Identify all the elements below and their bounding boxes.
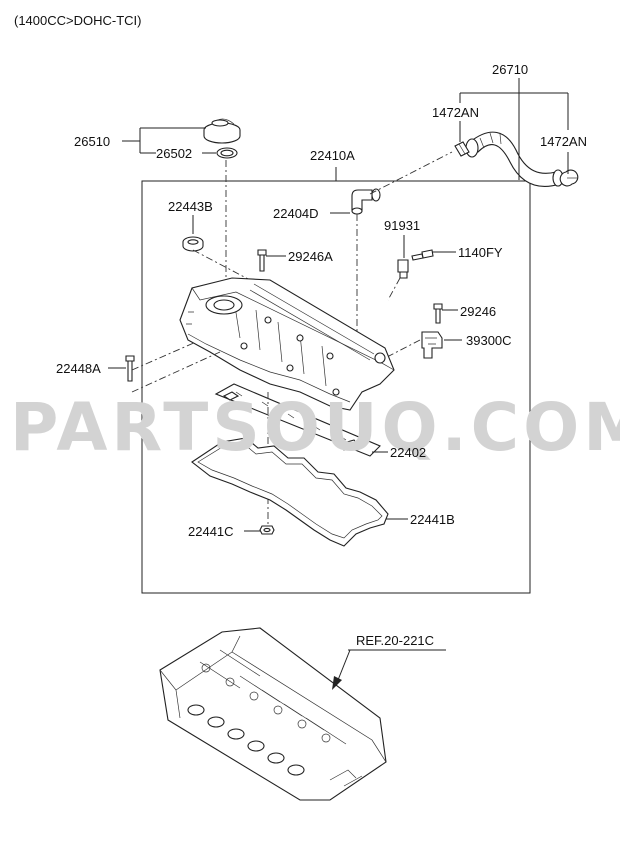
spark-plug-gasket-plate[interactable] [214,383,381,457]
oil-filler-cap[interactable] [203,118,241,144]
bracket-91931[interactable] [397,259,409,279]
label-22441b[interactable]: 22441B [410,512,455,527]
reference-label[interactable]: REF.20-221C [356,633,434,648]
bolt-29246a-icon[interactable] [257,249,267,272]
label-1472an-right[interactable]: 1472AN [540,134,587,149]
label-22448a[interactable]: 22448A [56,361,101,376]
cam-position-sensor[interactable] [421,331,443,359]
label-29246a[interactable]: 29246A [288,249,333,264]
bolt-29246-icon[interactable] [433,303,443,324]
label-22441c[interactable]: 22441C [188,524,234,539]
cylinder-head-reference[interactable] [159,627,387,801]
label-91931[interactable]: 91931 [384,218,420,233]
label-26710[interactable]: 26710 [492,62,528,77]
washer-22441c-icon[interactable] [259,525,275,535]
label-22443b[interactable]: 22443B [168,199,213,214]
bolt-1140fy-icon[interactable] [411,249,434,261]
label-26502[interactable]: 26502 [156,146,192,161]
label-1140fy[interactable]: 1140FY [458,245,503,260]
pcv-elbow[interactable] [351,188,381,215]
hose-clamp-right-icon[interactable] [559,169,579,187]
label-1472an-left[interactable]: 1472AN [432,105,479,120]
label-22410a[interactable]: 22410A [310,148,355,163]
label-22404d[interactable]: 22404D [273,206,319,221]
cylinder-head-cover[interactable] [179,277,395,411]
spark-plug-seal[interactable] [182,236,204,252]
filler-cap-gasket[interactable] [216,147,238,159]
label-39300c[interactable]: 39300C [466,333,512,348]
watermark: PARTSOUQ.COM [10,389,620,466]
engine-label: (1400CC>DOHC-TCI) [14,13,142,28]
label-26510[interactable]: 26510 [74,134,110,149]
reference-arrow-icon [332,676,342,690]
hose-clamp-left-icon[interactable] [454,141,470,157]
label-22402[interactable]: 22402 [390,445,426,460]
label-29246[interactable]: 29246 [460,304,496,319]
bolt-22448a-icon[interactable] [125,355,135,382]
